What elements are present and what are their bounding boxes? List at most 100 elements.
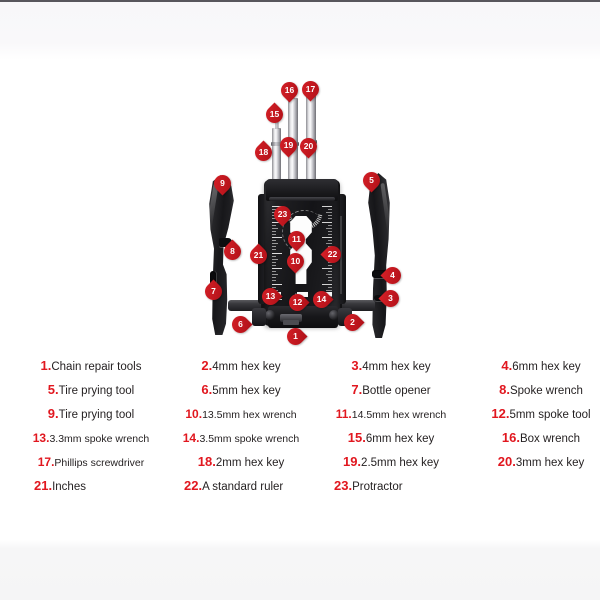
legend-item-number: 2. (201, 358, 213, 373)
legend-item-5: 5.Tire prying tool (16, 382, 166, 397)
pivot-boss-right (329, 310, 339, 320)
ruler-tick (326, 289, 332, 291)
callout-marker-10-label: 10 (290, 256, 301, 266)
legend-item-number: 12. (491, 406, 510, 421)
callout-marker-14[interactable]: 14 (309, 287, 334, 312)
callout-marker-16-label: 16 (284, 85, 295, 95)
legend-item-text: Box wrench (519, 433, 581, 445)
callout-marker-2-label: 2 (350, 317, 355, 327)
callout-marker-5-label: 5 (369, 175, 374, 185)
ruler-tick (272, 240, 276, 242)
ruler-tick (328, 286, 332, 288)
legend-item-number: 14. (182, 431, 200, 445)
ruler-tick (322, 206, 332, 207)
legend-item-text: 5mm spoke tool (509, 409, 591, 421)
legend-item-22: 22. A standard ruler (166, 478, 316, 493)
legend-item-3: 3.4mm hex key (316, 358, 466, 373)
spoke-wrench-notch (219, 238, 232, 247)
callout-marker-23-label: 23 (277, 209, 288, 219)
ruler-tick (326, 243, 332, 245)
callout-marker-11-label: 11 (292, 234, 301, 244)
ruler-tick (272, 258, 278, 260)
pivot-boss-left (265, 310, 275, 320)
legend-item-number: 5. (47, 382, 59, 397)
callout-marker-19[interactable]: 19 (276, 133, 301, 158)
top-background-band (0, 2, 600, 60)
ruler-tick (272, 280, 276, 282)
callout-marker-17[interactable]: 17 (298, 77, 323, 102)
legend-item-text: 6mm hex key (512, 361, 581, 373)
legend-item-text: 14.5mm hex wrench (351, 409, 447, 421)
ruler-tick (272, 218, 276, 220)
callout-marker-18[interactable]: 18 (251, 140, 276, 165)
tire-lever-right-blade (368, 173, 390, 338)
callout-marker-10[interactable]: 10 (283, 249, 308, 274)
hex-bit-6mm (271, 118, 282, 186)
callout-marker-23[interactable]: 23 (270, 202, 295, 227)
ruler-tick (328, 230, 332, 232)
tire-lever-right (364, 173, 394, 338)
legend-item-number: 4. (501, 358, 513, 373)
callout-marker-1[interactable]: 1 (283, 324, 308, 349)
callout-marker-1-label: 1 (293, 331, 298, 341)
ruler-tick (272, 243, 278, 245)
legend-item-number: 17. (37, 455, 55, 469)
legend-item-number: 23. (334, 478, 353, 493)
callout-marker-15[interactable]: 15 (262, 102, 287, 127)
ruler-tick (272, 224, 276, 226)
ruler-tick (322, 237, 332, 238)
legend-item-text: 5mm hex key (212, 385, 281, 397)
callout-marker-22[interactable]: 22 (320, 242, 345, 267)
ruler-tick (272, 261, 276, 263)
legend-item-text: 3mm hex key (515, 457, 585, 469)
callout-marker-6[interactable]: 6 (228, 312, 253, 337)
legend-item-18: 18.2mm hex key (166, 454, 316, 469)
ruler-tick (272, 246, 276, 248)
legend-item-text: Protractor (352, 481, 403, 493)
callout-marker-22-label: 22 (327, 249, 338, 259)
legend-item-text: 13.5mm hex wrench (202, 409, 297, 421)
callout-marker-20[interactable]: 20 (296, 134, 321, 159)
legend-item-number: 10. (185, 407, 203, 421)
callout-marker-15-label: 15 (269, 109, 280, 119)
ruler-tick (328, 215, 332, 217)
callout-marker-3[interactable]: 3 (378, 286, 403, 311)
callout-marker-4[interactable]: 4 (380, 263, 405, 288)
legend-item-text: 3.5mm spoke wrench (199, 433, 300, 445)
callout-marker-21-label: 21 (253, 250, 264, 260)
legend-item-number: 1. (40, 358, 52, 373)
legend-item-text: 4mm hex key (362, 361, 431, 373)
chain-tool-pin (280, 314, 302, 322)
legend-item-text: 4mm hex key (212, 361, 281, 373)
callout-marker-13[interactable]: 13 (258, 284, 283, 309)
callout-marker-19-label: 19 (283, 140, 294, 150)
callout-marker-8[interactable]: 8 (220, 239, 245, 264)
hex-bit-6mm-collar (271, 142, 282, 146)
callout-marker-16[interactable]: 16 (277, 78, 302, 103)
legend-item-17: 17.Phillips screwdriver (16, 455, 166, 469)
callout-marker-9[interactable]: 9 (210, 171, 235, 196)
ruler-tick (328, 218, 332, 220)
callout-marker-13-label: 13 (265, 291, 276, 301)
legend-item-text: Inches (52, 481, 86, 493)
ruler-tick (328, 271, 332, 273)
top-divider-line (0, 0, 600, 2)
callout-marker-7[interactable]: 7 (201, 279, 226, 304)
legend-item-number: 22. (184, 478, 203, 493)
callout-marker-12[interactable]: 12 (285, 290, 310, 315)
legend-item-15: 15.6mm hex key (316, 430, 466, 445)
callout-marker-21[interactable]: 21 (246, 243, 271, 268)
callout-marker-2[interactable]: 2 (340, 310, 365, 335)
callout-marker-5[interactable]: 5 (359, 168, 384, 193)
callout-marker-4-label: 4 (390, 270, 395, 280)
legend-item-number: 20. (497, 454, 516, 469)
ruler-tick (272, 268, 282, 269)
legend-item-11: 11.14.5mm hex wrench (316, 407, 466, 421)
callout-marker-11[interactable]: 11 (284, 227, 309, 252)
legend-item-number: 8. (499, 382, 510, 397)
